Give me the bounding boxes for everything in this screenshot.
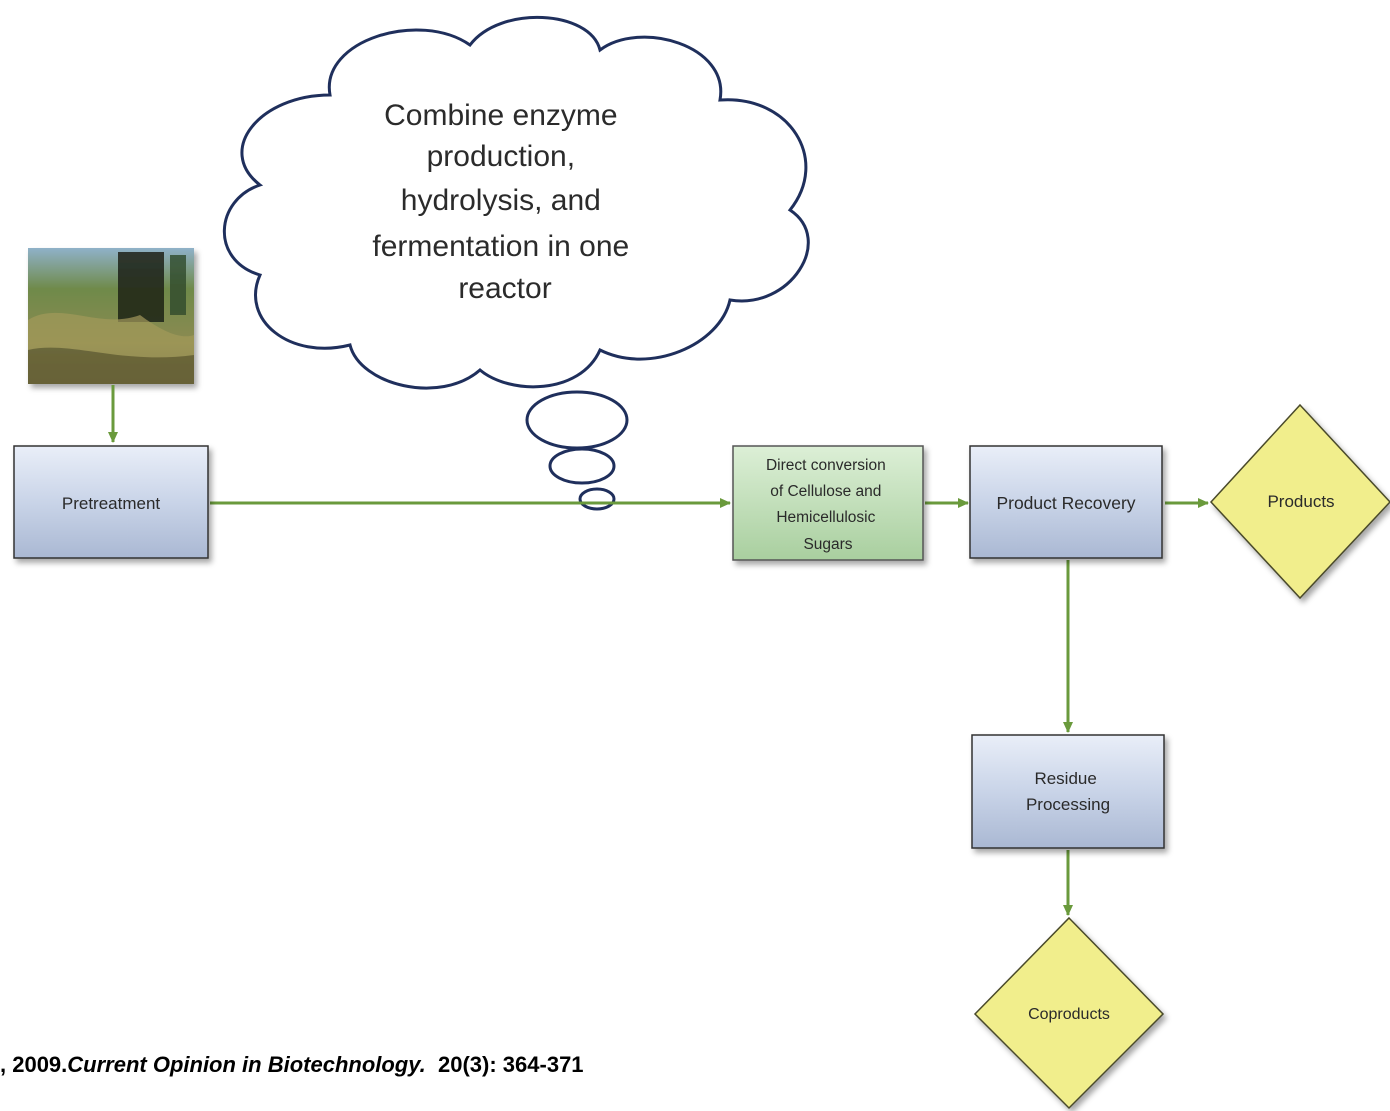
thought-bubble-medium <box>548 447 616 485</box>
direct-conversion-node: Direct conversion of Cellulose and Hemic… <box>732 445 924 561</box>
product-recovery-label: Product Recovery <box>996 493 1135 513</box>
product-recovery-node: Product Recovery <box>969 445 1163 559</box>
cloud-line-2: production, <box>427 140 575 173</box>
products-node: Products <box>1209 403 1390 600</box>
thought-bubble-large <box>525 390 629 450</box>
thought-bubble-small <box>578 487 616 511</box>
coproducts-node: Coproducts <box>973 916 1165 1110</box>
products-label: Products <box>1267 492 1334 511</box>
direct-conversion-label: Direct conversion of Cellulose and Hemic… <box>766 457 890 553</box>
thought-cloud: Combine enzyme production, hydrolysis, a… <box>222 16 810 511</box>
citation: , 2009.Current Opinion in Biotechnology.… <box>0 1052 584 1078</box>
pretreatment-node: Pretreatment <box>13 445 209 559</box>
thought-cloud-text: Combine enzyme production, hydrolysis, a… <box>372 99 637 305</box>
biomass-photo <box>28 248 194 384</box>
cloud-line-3: hydrolysis, and <box>401 184 601 217</box>
coproducts-label: Coproducts <box>1028 1006 1110 1023</box>
thought-cloud-shape <box>222 16 810 390</box>
cloud-line-1: Combine enzyme <box>384 99 617 132</box>
citation-journal: Current Opinion in Biotechnology. <box>67 1052 426 1077</box>
cloud-line-4: fermentation in one <box>372 230 629 263</box>
connectors <box>108 385 1209 916</box>
citation-volume: 20(3): 364-371 <box>425 1052 584 1077</box>
residue-processing-label: Residue Processing <box>1026 769 1110 814</box>
residue-processing-node: Residue Processing <box>971 734 1165 849</box>
citation-prefix: , 2009. <box>0 1052 68 1077</box>
cloud-line-5: reactor <box>458 272 551 305</box>
pretreatment-label: Pretreatment <box>62 494 161 513</box>
